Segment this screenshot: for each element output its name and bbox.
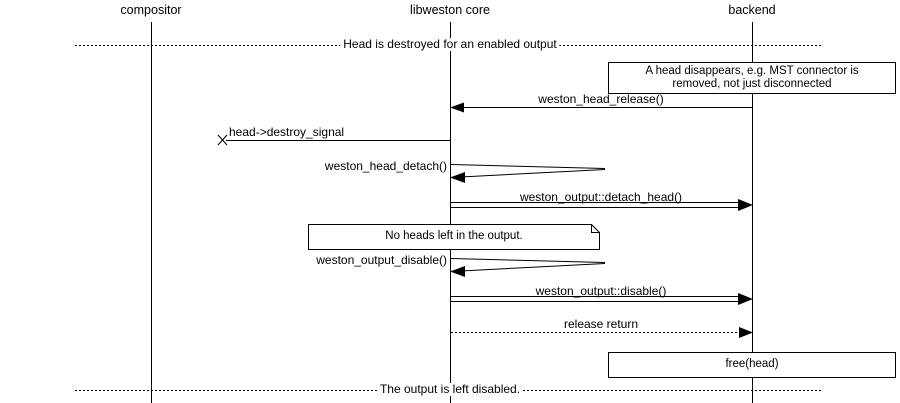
actor-label-backend: backend	[728, 3, 776, 17]
arrow-weston-output-disable	[450, 258, 606, 277]
note-mst-line-1: A head disappears, e.g. MST connector is	[645, 65, 859, 77]
arrow-weston-head-detach	[450, 164, 606, 183]
separator-label-bottom: The output is left disabled.	[376, 383, 524, 396]
arrow-release-return	[451, 327, 753, 338]
actor-label-libweston-core: libweston core	[410, 3, 490, 17]
note-mst-note-box	[608, 62, 896, 94]
message-label-weston-head-detach: weston_head_detach()	[324, 159, 447, 173]
note-text-free-head: free(head)	[725, 358, 779, 370]
message-label-release-return: release return	[563, 317, 639, 331]
note-no-heads-note-box	[308, 224, 600, 250]
note-text-no-heads: No heads left in the output.	[385, 230, 523, 242]
message-label-weston-output-disable-backend: weston_output::disable()	[535, 284, 667, 298]
note-mst-line-2: removed, not just disconnected	[672, 78, 832, 90]
message-label-weston-output-disable: weston_output_disable()	[316, 253, 447, 267]
arrow-weston-output-disable-backend	[451, 293, 753, 305]
note-text-mst: A head disappears, e.g. MST connector is…	[612, 65, 892, 91]
message-label-head-destroy-signal: head->destroy_signal	[229, 125, 345, 139]
message-label-weston-head-release: weston_head_release()	[538, 92, 664, 106]
arrow-weston-output-detach-head	[451, 199, 753, 211]
arrow-weston-head-release	[450, 102, 752, 113]
actor-label-compositor: compositor	[120, 3, 182, 17]
separator-label-top: Head is destroyed for an enabled output	[340, 38, 560, 51]
message-label-weston-output-detach-head: weston_output::detach_head()	[519, 190, 683, 204]
arrow-head-destroy-signal	[217, 134, 450, 146]
note-free-head-box	[608, 352, 896, 378]
